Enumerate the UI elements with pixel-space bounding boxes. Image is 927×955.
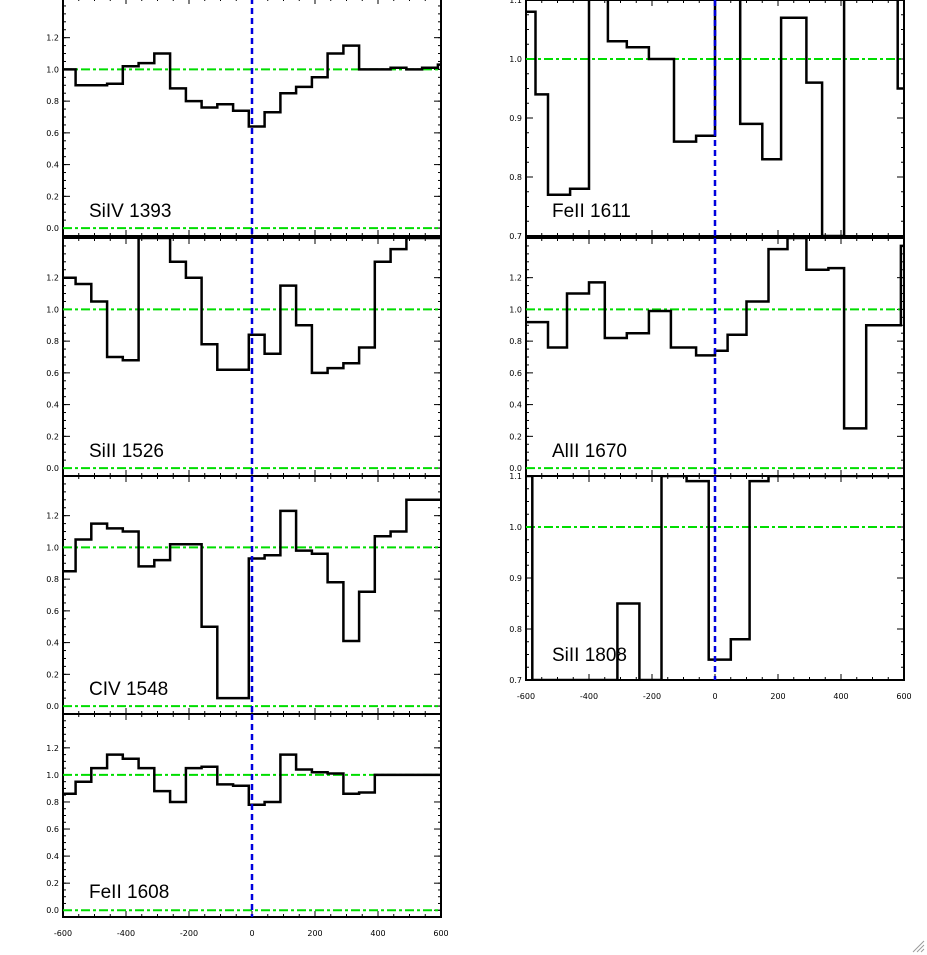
y-tick-label: 0.6: [46, 825, 59, 834]
y-tick-label: 0.6: [46, 129, 59, 138]
y-tick-label: 0.9: [509, 114, 522, 123]
y-tick-label: 0.6: [509, 369, 522, 378]
y-tick-label: 0.8: [509, 173, 522, 182]
y-tick-label: 1.2: [46, 512, 59, 521]
y-tick-label: 0.2: [46, 879, 59, 888]
y-tick-label: 0.0: [46, 906, 59, 915]
x-tick-label: 0: [712, 692, 717, 701]
x-tick-label: 400: [370, 929, 385, 938]
y-tick-label: 0.0: [509, 464, 522, 473]
y-tick-label: 0.6: [46, 607, 59, 616]
y-tick-label: 0.4: [46, 401, 59, 410]
y-tick-label: 0.2: [509, 432, 522, 441]
ion-label: AlII 1670: [552, 441, 627, 462]
y-tick-label: 0.8: [46, 97, 59, 106]
y-tick-label: 1.2: [46, 744, 59, 753]
y-tick-label: 0.0: [46, 702, 59, 711]
x-tick-label: 0: [249, 929, 254, 938]
y-tick-label: 0.4: [46, 161, 59, 170]
x-tick-label: 200: [770, 692, 785, 701]
y-tick-label: 0.2: [46, 192, 59, 201]
y-tick-label: 0.2: [46, 670, 59, 679]
y-tick-label: 0.9: [509, 574, 522, 583]
y-tick-label: 1.0: [46, 543, 59, 552]
flux-spectrum: [526, 476, 904, 680]
y-tick-label: 0.8: [509, 337, 522, 346]
ion-label: FeII 1611: [552, 201, 631, 222]
y-tick-label: 1.1: [509, 472, 522, 481]
y-tick-label: 1.0: [509, 305, 522, 314]
x-tick-label: -400: [580, 692, 598, 701]
y-tick-label: 1.2: [46, 34, 59, 43]
y-tick-label: 0.8: [46, 575, 59, 584]
y-tick-label: 0.8: [46, 798, 59, 807]
x-tick-label: -600: [54, 929, 72, 938]
x-tick-label: 600: [896, 692, 911, 701]
flux-spectrum: [526, 238, 904, 430]
x-tick-label: 200: [307, 929, 322, 938]
ion-label: CIV 1548: [89, 679, 168, 700]
flux-spectrum: [63, 238, 441, 375]
y-tick-label: 0.4: [46, 639, 59, 648]
x-tick-label: 400: [833, 692, 848, 701]
ion-label: SiIV 1393: [89, 201, 171, 222]
x-tick-label: -600: [517, 692, 535, 701]
y-tick-label: 0.6: [46, 369, 59, 378]
y-tick-label: 0.4: [46, 852, 59, 861]
y-tick-label: 0.4: [509, 401, 522, 410]
y-tick-label: 1.2: [509, 274, 522, 283]
panel: 0.0 0.2 0.4 0.6 0.8 1.0 1.2 -600 -400 -200 0 200 400…: [46, 713, 449, 938]
x-tick-label: -400: [117, 929, 135, 938]
y-tick-label: 1.2: [46, 274, 59, 283]
y-tick-label: 1.0: [509, 55, 522, 64]
y-tick-label: 0.7: [509, 676, 522, 685]
resize-grip-icon[interactable]: [911, 939, 925, 953]
y-tick-label: 1.0: [46, 305, 59, 314]
y-tick-label: 0.7: [509, 232, 522, 241]
flux-spectrum: [526, 0, 904, 236]
y-tick-label: 1.1: [509, 0, 522, 5]
y-tick-label: 1.0: [46, 771, 59, 780]
panel: 0.7 0.8 0.9 1.0 1.1 -600 -400 -200 0 200 400 600 SiI…: [509, 472, 911, 701]
y-tick-label: 0.8: [509, 625, 522, 634]
y-tick-label: 1.0: [46, 65, 59, 74]
flux-spectrum: [63, 753, 441, 806]
ion-label: FeII 1608: [89, 882, 169, 903]
x-tick-label: -200: [643, 692, 661, 701]
flux-spectrum: [63, 498, 441, 700]
y-tick-label: 0.0: [46, 464, 59, 473]
y-tick-label: 1.0: [509, 523, 522, 532]
x-tick-label: 600: [433, 929, 448, 938]
y-tick-label: 0.8: [46, 337, 59, 346]
x-tick-label: -200: [180, 929, 198, 938]
y-tick-label: 0.0: [46, 224, 59, 233]
y-tick-label: 0.2: [46, 432, 59, 441]
flux-spectrum: [63, 44, 441, 128]
ion-label: SiII 1808: [552, 645, 627, 666]
ion-label: SiII 1526: [89, 441, 164, 462]
